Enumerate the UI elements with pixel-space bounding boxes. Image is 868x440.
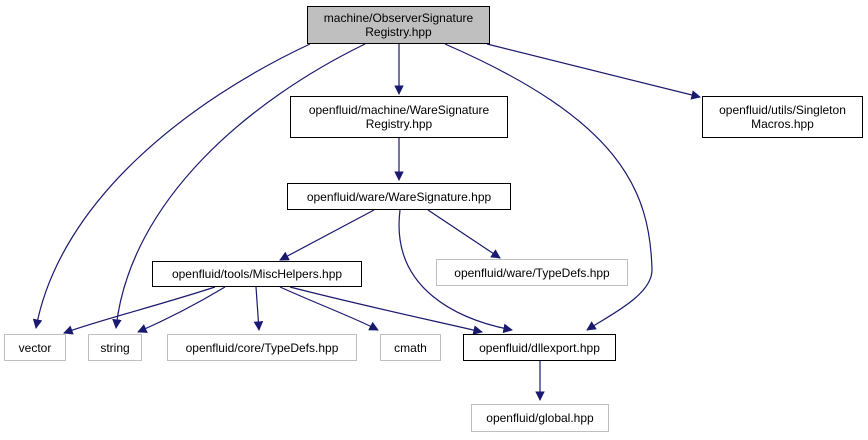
- edge-misc-helpers-to-dllexport: [289, 286, 483, 335]
- node-label: openfluid/core/TypeDefs.hpp: [185, 340, 339, 355]
- node-ware-signature[interactable]: openfluid/ware/WareSignature.hpp: [287, 183, 511, 210]
- node-ware-typedefs[interactable]: openfluid/ware/TypeDefs.hpp: [436, 259, 628, 286]
- node-label-line1: machine/ObserverSignature: [323, 11, 474, 25]
- node-label: openfluid/dllexport.hpp: [479, 340, 600, 355]
- node-label-line1: openfluid/utils/Singleton: [719, 103, 846, 117]
- node-misc-helpers[interactable]: openfluid/tools/MiscHelpers.hpp: [152, 261, 362, 287]
- node-label: openfluid/global.hpp: [486, 411, 594, 425]
- node-label-line1: openfluid/machine/WareSignature: [308, 103, 490, 117]
- edge-root-to-dllexport: [444, 43, 653, 331]
- node-core-typedefs[interactable]: openfluid/core/TypeDefs.hpp: [167, 334, 357, 361]
- edge-root-to-singleton: [486, 43, 701, 100]
- edge-root-to-vector: [32, 43, 311, 329]
- node-string[interactable]: string: [88, 334, 142, 361]
- node-label-line2: Registry.hpp: [365, 25, 432, 39]
- edge-ware-signature-to-dllexport: [398, 209, 513, 334]
- edge-misc-helpers-to-string: [137, 286, 226, 333]
- edge-ware-signature-to-ware-typedefs: [427, 209, 501, 259]
- node-label: vector: [18, 340, 52, 355]
- node-dllexport[interactable]: openfluid/dllexport.hpp: [463, 334, 616, 361]
- node-ware-signature-registry[interactable]: openfluid/machine/WareSignature Registry…: [290, 96, 508, 138]
- edge-misc-helpers-to-core-typedefs: [253, 286, 264, 331]
- node-label: openfluid/ware/TypeDefs.hpp: [454, 265, 610, 280]
- edge-root-to-string: [112, 43, 366, 329]
- node-label-line2: Macros.hpp: [751, 117, 814, 131]
- edge-misc-helpers-to-cmath: [279, 286, 379, 331]
- node-label: cmath: [394, 340, 427, 355]
- edge-ware-signature-to-misc-helpers: [279, 209, 375, 261]
- node-global[interactable]: openfluid/global.hpp: [471, 404, 609, 432]
- node-label: openfluid/tools/MiscHelpers.hpp: [171, 267, 343, 281]
- node-observer-signature-registry[interactable]: machine/ObserverSignature Registry.hpp: [307, 6, 490, 44]
- node-vector[interactable]: vector: [4, 334, 66, 361]
- node-label: string: [100, 340, 130, 355]
- edge-misc-helpers-to-vector: [63, 286, 216, 335]
- node-cmath[interactable]: cmath: [380, 334, 441, 361]
- node-singleton-macros[interactable]: openfluid/utils/Singleton Macros.hpp: [702, 96, 863, 138]
- node-label-line2: Registry.hpp: [365, 117, 433, 131]
- node-label: openfluid/ware/WareSignature.hpp: [306, 189, 492, 204]
